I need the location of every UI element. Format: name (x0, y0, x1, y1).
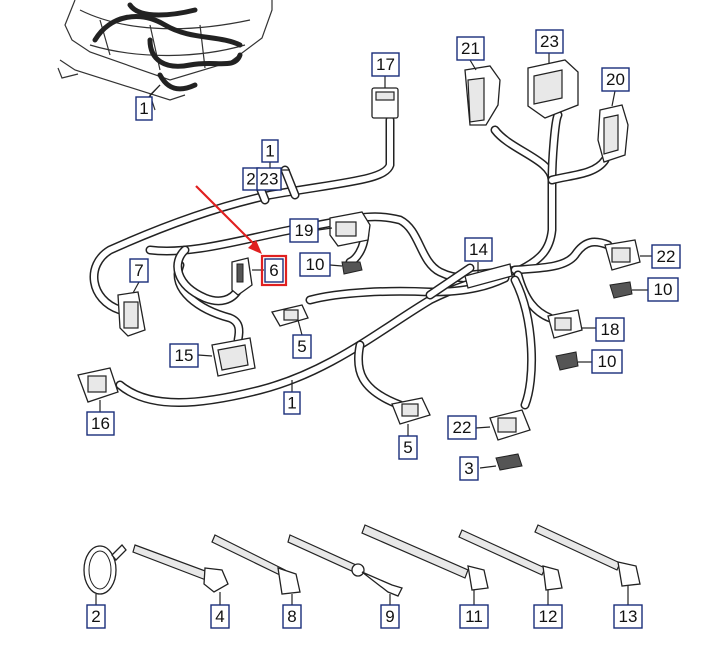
label-1-lower-text: 1 (287, 394, 296, 413)
label-20: 20 (601, 67, 630, 92)
clip-10-right-upper (609, 281, 648, 299)
label-4-text: 4 (215, 607, 224, 626)
label-23-text: 23 (540, 32, 559, 51)
label-5-lower-text: 5 (403, 438, 412, 457)
connector-16 (77, 367, 119, 412)
connector-5-lower (391, 397, 431, 436)
cable-tie-12 (458, 529, 563, 605)
clip-10-right-lower (555, 351, 592, 371)
connector-18 (547, 309, 596, 339)
label-8-text: 8 (287, 607, 296, 626)
label-23-top: 23 (256, 167, 282, 191)
seat-frame-illustration (57, 0, 273, 111)
label-23-top-text: 23 (260, 170, 279, 189)
label-14: 14 (464, 237, 493, 262)
label-18-text: 18 (601, 320, 620, 339)
label-9-text: 9 (385, 607, 394, 626)
label-21: 21 (456, 36, 485, 61)
label-10-right-upper: 10 (647, 277, 679, 302)
label-11-text: 11 (465, 607, 483, 626)
label-4: 4 (210, 604, 230, 629)
clip-10-upper (329, 261, 363, 275)
label-2: 2 (86, 604, 106, 629)
label-11: 11 (459, 604, 489, 629)
label-1-top: 1 (261, 139, 279, 163)
label-12: 12 (533, 604, 563, 629)
label-1-top-text: 1 (265, 142, 274, 161)
label-14-text: 14 (469, 240, 488, 259)
connector-7 (117, 281, 146, 337)
label-16-text: 16 (91, 414, 110, 433)
label-19: 19 (289, 218, 319, 243)
label-22-lower: 22 (447, 415, 477, 440)
highlight-box (260, 254, 288, 287)
label-10-upper: 10 (299, 252, 331, 277)
label-22-lower-text: 22 (453, 418, 472, 437)
label-1-seat: 1 (135, 96, 153, 121)
label-16: 16 (86, 411, 115, 436)
label-18: 18 (595, 317, 625, 342)
label-5-lower: 5 (398, 435, 418, 460)
cable-tie-13 (534, 524, 641, 605)
label-19-text: 19 (295, 221, 314, 240)
cable-tie-9 (287, 534, 403, 605)
cable-tie-8 (211, 534, 301, 605)
label-5-upper: 5 (292, 334, 312, 359)
label-6-text: 6 (269, 261, 278, 280)
label-15: 15 (169, 343, 199, 368)
label-7: 7 (129, 258, 149, 283)
label-10-right-upper-text: 10 (654, 280, 673, 299)
connector-6 (231, 257, 264, 296)
cable-tie-2 (83, 544, 127, 605)
label-23: 23 (535, 29, 564, 54)
connector-22-lower (475, 409, 531, 441)
label-13-text: 13 (619, 607, 638, 626)
label-17: 17 (371, 52, 400, 77)
label-12-text: 12 (539, 607, 558, 626)
connector-15 (197, 337, 256, 377)
connector-22-upper (604, 239, 652, 271)
label-8: 8 (282, 604, 302, 629)
clip-3 (479, 453, 523, 471)
cable-tie-4 (132, 544, 229, 605)
connector-5-upper (271, 304, 309, 336)
label-1-seat-text: 1 (139, 99, 148, 118)
label-21-text: 21 (461, 39, 480, 58)
label-20-text: 20 (606, 70, 625, 89)
connector-23 (527, 52, 579, 119)
label-5-upper-text: 5 (297, 337, 306, 356)
label-7-text: 7 (134, 261, 143, 280)
connector-19 (317, 211, 371, 247)
label-10-right-lower: 10 (591, 349, 623, 374)
label-13: 13 (613, 604, 643, 629)
label-2-top-text: 2 (246, 170, 255, 189)
label-6-highlighted: 6 (260, 254, 288, 287)
label-10-upper-text: 10 (306, 255, 325, 274)
cable-tie-11 (361, 524, 489, 605)
label-9: 9 (380, 604, 400, 629)
label-22-upper: 22 (651, 244, 681, 269)
label-10-right-lower-text: 10 (598, 352, 617, 371)
label-3-text: 3 (464, 459, 473, 478)
label-22-upper-text: 22 (657, 247, 676, 266)
label-17-text: 17 (376, 55, 395, 74)
connector-17 (371, 76, 399, 119)
label-15-text: 15 (175, 346, 194, 365)
highlight-arrow (195, 185, 262, 254)
label-1-lower: 1 (283, 391, 301, 415)
harness-wiring (89, 110, 613, 410)
label-3: 3 (459, 456, 479, 481)
connector-20 (597, 90, 629, 163)
label-2-text: 2 (91, 607, 100, 626)
connector-21 (464, 59, 501, 126)
